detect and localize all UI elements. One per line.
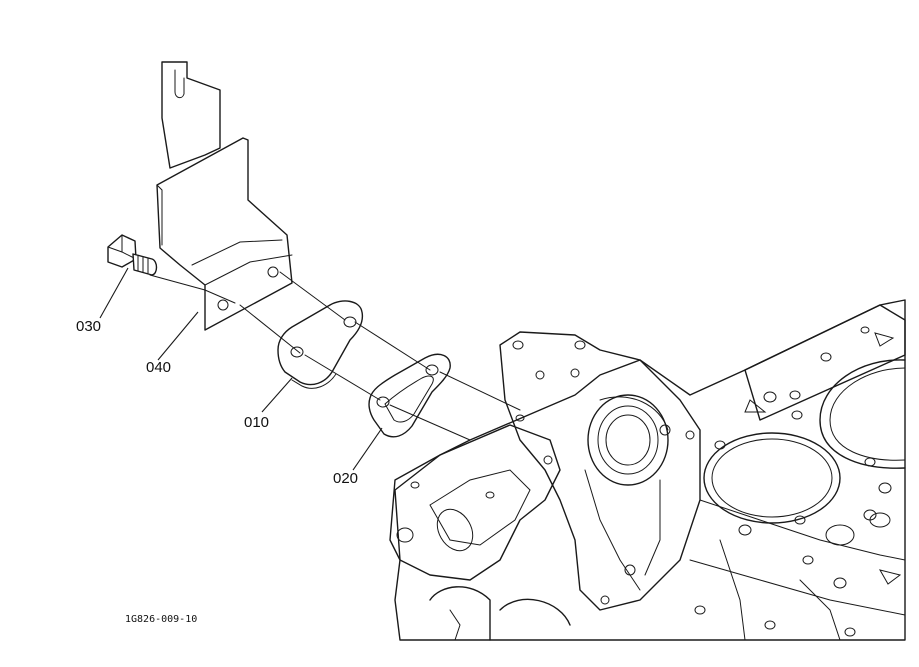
part-030-bolt <box>107 234 158 276</box>
engine-block <box>389 299 906 641</box>
label-040: 040 <box>146 359 171 376</box>
part-040-bracket <box>156 61 293 331</box>
assembly-centerlines <box>149 271 521 441</box>
leader-lines <box>99 267 383 471</box>
part-020-gasket <box>368 353 451 438</box>
label-030: 030 <box>76 318 101 335</box>
label-010: 010 <box>244 414 269 431</box>
part-010-plate <box>277 300 364 389</box>
drawing-reference-code: 1G826-009-10 <box>125 614 197 625</box>
label-020: 020 <box>333 470 358 487</box>
